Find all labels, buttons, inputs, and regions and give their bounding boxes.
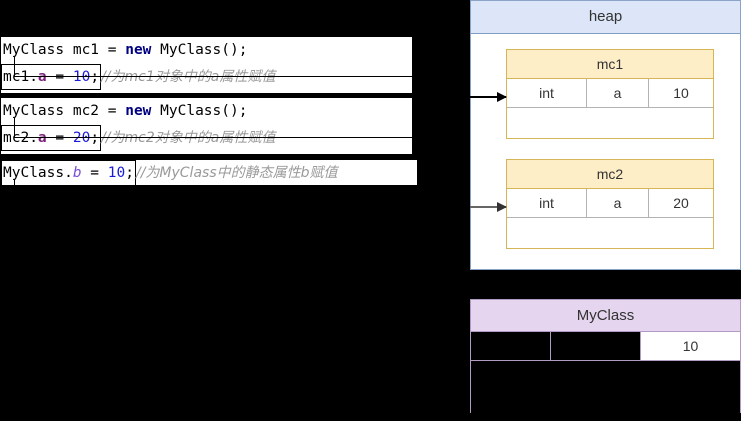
code-assign-operator: = <box>81 165 108 181</box>
connector-line-mc1 <box>14 56 413 77</box>
heap-object-field-row: int a 20 <box>507 189 713 218</box>
field-type-cell: int <box>507 189 587 217</box>
code-assign-operator: = <box>46 130 73 146</box>
field-name-cell: a <box>587 189 649 217</box>
static-field-value-cell: 10 <box>641 332 740 360</box>
heap-object-field-row: int a 10 <box>507 79 713 108</box>
field-value-cell: 10 <box>673 85 689 101</box>
reference-arrow-mc2-icon <box>470 202 507 212</box>
code-comment: //为mc2对象中的a属性赋值 <box>101 130 276 146</box>
code-literal-value: 10 <box>107 165 126 181</box>
code-literal-value: 10 <box>72 69 91 85</box>
static-class-empty-row <box>471 361 740 413</box>
heap-object-empty-row <box>507 218 713 250</box>
field-value-cell: 20 <box>673 195 689 211</box>
code-class-ref: MyClass. <box>3 165 73 181</box>
code-block-mc1: MyClass mc1 = new MyClass(); mc1.a = 10;… <box>0 36 413 94</box>
code-literal-value: 20 <box>72 130 91 146</box>
code-object-ref: mc2. <box>3 130 38 146</box>
code-field-name: b <box>72 165 82 181</box>
code-field-name: a <box>37 130 47 146</box>
highlighted-statement-box: mc1.a = 10; <box>1 64 102 90</box>
code-text-after-keyword: MyClass(); <box>151 103 248 119</box>
code-text-before-keyword: MyClass mc2 = <box>3 103 126 119</box>
connector-line-mc2 <box>14 117 413 138</box>
code-text-after-keyword: MyClass(); <box>151 42 248 58</box>
heap-object-empty-row <box>507 108 713 140</box>
code-semicolon: ; <box>125 165 134 181</box>
code-line-assignment-static: MyClass.b = 10;//为MyClass中的静态属性b赋值 <box>1 160 417 185</box>
field-type-cell: int <box>507 79 587 107</box>
code-line-declaration-mc1: MyClass mc1 = new MyClass(); <box>1 37 412 64</box>
heap-object-title: mc2 <box>507 160 713 189</box>
heap-panel: heap mc1 int a 10 mc2 int a 20 <box>470 0 741 270</box>
static-field-row: 10 <box>471 332 740 361</box>
heap-object-mc2: mc2 int a 20 <box>506 159 714 249</box>
code-text-before-keyword: MyClass mc1 = <box>3 42 126 58</box>
static-field-name-cell <box>551 332 641 360</box>
static-field-type-cell <box>471 332 551 360</box>
code-comment: //为MyClass中的静态属性b赋值 <box>135 165 338 181</box>
code-block-mc2: MyClass mc2 = new MyClass(); mc2.a = 20;… <box>0 97 413 155</box>
reference-arrow-mc1-icon <box>470 92 507 102</box>
code-keyword-new: new <box>125 103 152 119</box>
static-class-title: MyClass <box>471 300 740 332</box>
code-semicolon: ; <box>90 130 100 146</box>
code-line-assignment-mc1: mc1.a = 10;//为mc1对象中的a属性赋值 <box>1 64 412 91</box>
code-block-static: MyClass.b = 10;//为MyClass中的静态属性b赋值 <box>0 159 418 186</box>
code-field-name: a <box>37 69 47 85</box>
static-class-box: MyClass 10 <box>470 299 741 413</box>
code-semicolon: ; <box>90 69 100 85</box>
highlighted-statement-box: mc2.a = 20; <box>1 125 102 151</box>
code-assign-operator: = <box>46 69 73 85</box>
heap-title: heap <box>471 1 740 34</box>
code-line-declaration-mc2: MyClass mc2 = new MyClass(); <box>1 98 412 125</box>
code-object-ref: mc1. <box>3 69 38 85</box>
field-name-cell: a <box>587 79 649 107</box>
code-comment: //为mc1对象中的a属性赋值 <box>101 69 276 85</box>
highlighted-statement-box: MyClass.b = 10; <box>1 160 136 185</box>
code-line-assignment-mc2: mc2.a = 20;//为mc2对象中的a属性赋值 <box>1 125 412 152</box>
heap-object-mc1: mc1 int a 10 <box>506 49 714 139</box>
connector-line-static <box>14 179 413 195</box>
heap-object-title: mc1 <box>507 50 713 79</box>
code-keyword-new: new <box>125 42 152 58</box>
